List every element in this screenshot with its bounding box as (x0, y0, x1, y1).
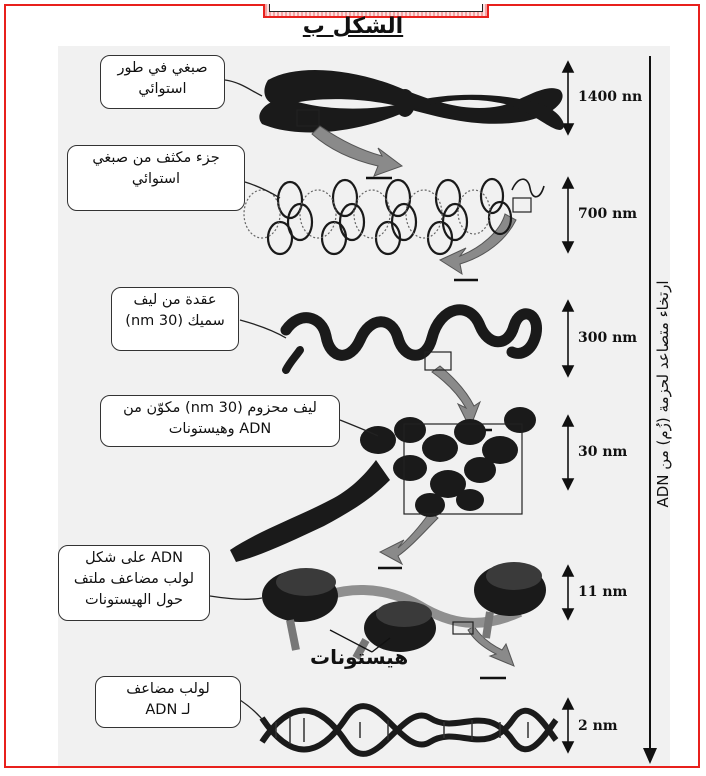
callout-nucleosome: ADN على شكل لولب مضاعف ملتف حول الهيستون… (58, 545, 210, 621)
callout-condensed-segment: جزء مكثف من صبغي استوائي (67, 145, 245, 211)
callout-30nm-fiber: ليف محزوم (30 nm) مكوّن من ADN وهيستونات (100, 395, 340, 447)
callout-metaphase-chromosome: صبغي في طور استوائي (100, 55, 225, 109)
size-label-300: 300 nm (578, 330, 637, 346)
size-label-11: 11 nm (578, 584, 627, 600)
size-label-30: 30 nm (578, 444, 627, 460)
callout-dna-helix: لولب مضاعف لـ ADN (95, 676, 241, 728)
histones-label: هيستونات (310, 645, 408, 669)
callout-300nm-loop: عقدة من ليف سميك (30 nm) (111, 287, 239, 351)
size-arrows (563, 62, 573, 752)
zoom-box-2 (513, 198, 531, 212)
metaphase-chromosome (259, 70, 564, 133)
nucleosomes (262, 562, 546, 658)
size-label-1400: 1400 nn (578, 89, 642, 105)
chromatin-loops (286, 310, 537, 370)
condensed-coils (268, 179, 544, 254)
size-label-2: 2 nm (578, 718, 618, 734)
size-label-700: 700 nm (578, 206, 637, 222)
dna-double-helix (262, 706, 556, 754)
